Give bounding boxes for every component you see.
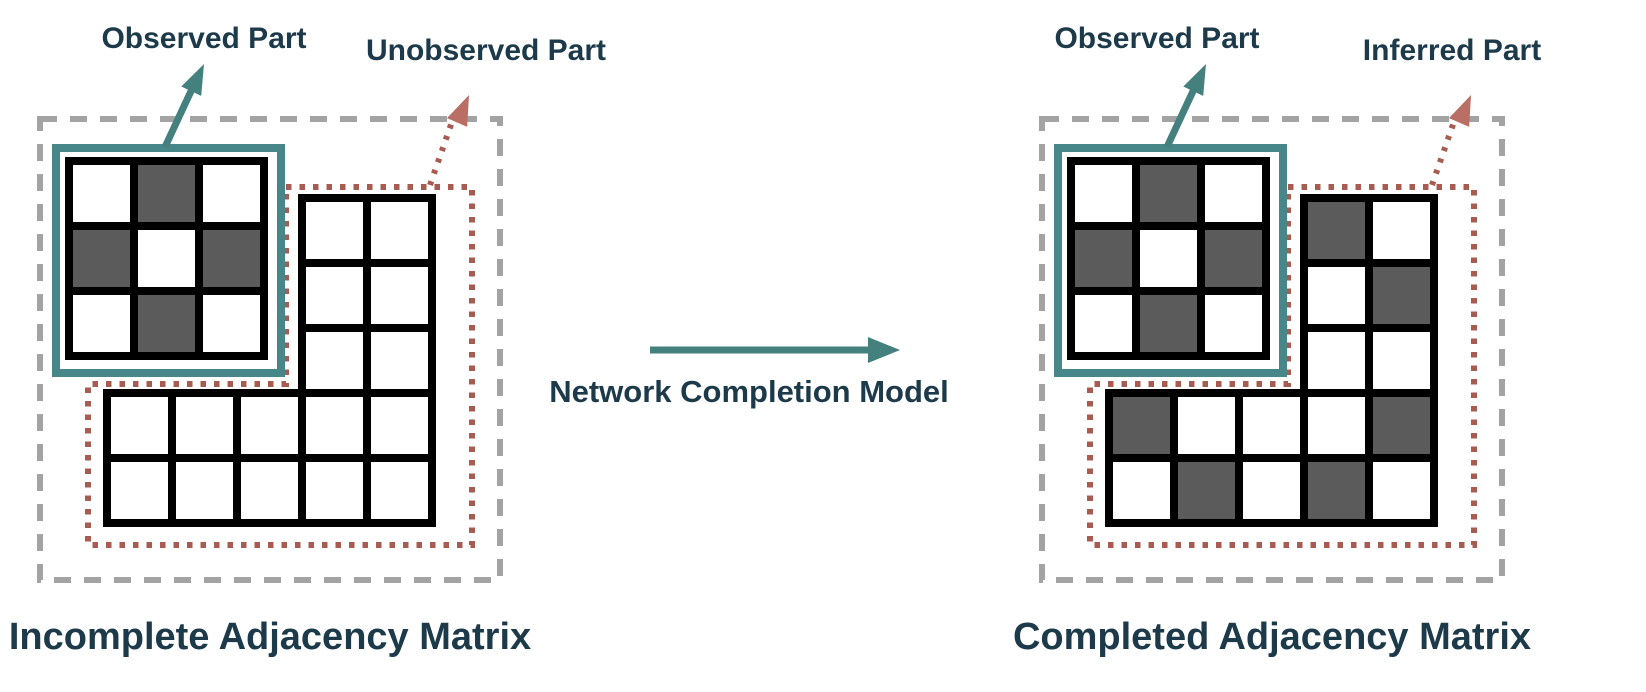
- matrix-boundary-dashed: [1039, 116, 1505, 583]
- matrix-cell-empty: [298, 259, 371, 332]
- hidden-grid-border: [1105, 194, 1438, 527]
- matrix-cell-filled: [195, 222, 268, 295]
- matrix-cell-empty: [363, 389, 436, 462]
- hidden-callout-arrow-shaft: [427, 115, 457, 186]
- completed-matrix-caption: Completed Adjacency Matrix: [1012, 616, 1532, 658]
- matrix-cell-filled: [1132, 157, 1205, 230]
- observed-part-label-right: Observed Part: [1054, 22, 1260, 55]
- matrix-cell-empty: [1365, 454, 1438, 527]
- matrix-cell-empty: [363, 454, 436, 527]
- matrix-cell-empty: [1197, 157, 1270, 230]
- matrix-cell-empty: [1132, 222, 1205, 295]
- matrix-cell-empty: [1365, 194, 1438, 267]
- observed-grid: [65, 157, 268, 360]
- matrix-cell-empty: [298, 194, 371, 267]
- matrix-cell-filled: [1365, 259, 1438, 332]
- hidden-region-outline: [85, 184, 475, 548]
- matrix-cell-filled: [130, 157, 203, 230]
- matrix-cell-empty: [103, 389, 176, 462]
- matrix-cell-empty: [65, 157, 138, 230]
- matrix-cell-empty: [233, 389, 306, 462]
- matrix-cell-filled: [1197, 222, 1270, 295]
- hidden-callout-arrow-icon: [1448, 95, 1471, 127]
- matrix-cell-filled: [1105, 389, 1178, 462]
- matrix-cell-empty: [298, 454, 371, 527]
- matrix-cell-empty: [1105, 454, 1178, 527]
- matrix-cell-filled: [1300, 454, 1373, 527]
- matrix-cell-empty: [363, 194, 436, 267]
- matrix-cell-empty: [298, 389, 371, 462]
- matrix-cell-empty: [168, 389, 241, 462]
- matrix-cell-filled: [1300, 194, 1373, 267]
- matrix-cell-empty: [1197, 287, 1270, 360]
- hidden-grid: [1105, 194, 1438, 527]
- matrix-cell-filled: [65, 222, 138, 295]
- matrix-cell-filled: [1132, 287, 1205, 360]
- hidden-callout-arrow-shaft: [1429, 115, 1459, 186]
- matrix-cell-empty: [233, 454, 306, 527]
- observed-part-label-left: Observed Part: [101, 22, 307, 55]
- matrix-cell-empty: [168, 454, 241, 527]
- observed-callout-arrow-icon: [181, 64, 204, 96]
- matrix-cell-empty: [195, 287, 268, 360]
- matrix-cell-empty: [1067, 287, 1140, 360]
- inferred-part-label: Inferred Part: [1362, 34, 1542, 67]
- network-completion-model-label: Network Completion Model: [549, 374, 949, 409]
- observed-callout-arrow-shaft: [1163, 87, 1198, 149]
- observed-callout-arrow-icon: [1183, 64, 1206, 96]
- observed-grid-border: [65, 157, 268, 360]
- matrix-cell-empty: [298, 324, 371, 397]
- hidden-grid: [103, 194, 436, 527]
- matrix-cell-filled: [130, 287, 203, 360]
- matrix-cell-empty: [1170, 389, 1243, 462]
- hidden-region-outline: [1087, 184, 1477, 548]
- matrix-cell-filled: [1067, 222, 1140, 295]
- matrix-cell-empty: [1235, 454, 1308, 527]
- hidden-grid-border: [103, 194, 436, 527]
- matrix-cell-empty: [363, 259, 436, 332]
- right-arrow-icon: [868, 337, 900, 363]
- matrix-cell-empty: [65, 287, 138, 360]
- matrix-boundary-dashed: [37, 116, 503, 583]
- matrix-cell-empty: [1235, 389, 1308, 462]
- matrix-cell-empty: [1300, 389, 1373, 462]
- matrix-cell-empty: [130, 222, 203, 295]
- matrix-cell-empty: [1365, 324, 1438, 397]
- matrix-cell-empty: [1300, 324, 1373, 397]
- observed-grid-border: [1067, 157, 1270, 360]
- matrix-cell-filled: [1170, 454, 1243, 527]
- matrix-cell-empty: [195, 157, 268, 230]
- observed-callout-arrow-shaft: [161, 87, 196, 149]
- hidden-callout-arrow-icon: [446, 95, 469, 127]
- matrix-cell-filled: [1365, 389, 1438, 462]
- incomplete-matrix-figure: [37, 64, 503, 583]
- incomplete-matrix-caption: Incomplete Adjacency Matrix: [8, 616, 532, 658]
- unobserved-part-label: Unobserved Part: [365, 34, 607, 67]
- matrix-cell-empty: [363, 324, 436, 397]
- matrix-cell-empty: [1300, 259, 1373, 332]
- observed-grid: [1067, 157, 1270, 360]
- matrix-cell-empty: [1067, 157, 1140, 230]
- completed-matrix-figure: [1039, 64, 1505, 583]
- matrix-cell-empty: [103, 454, 176, 527]
